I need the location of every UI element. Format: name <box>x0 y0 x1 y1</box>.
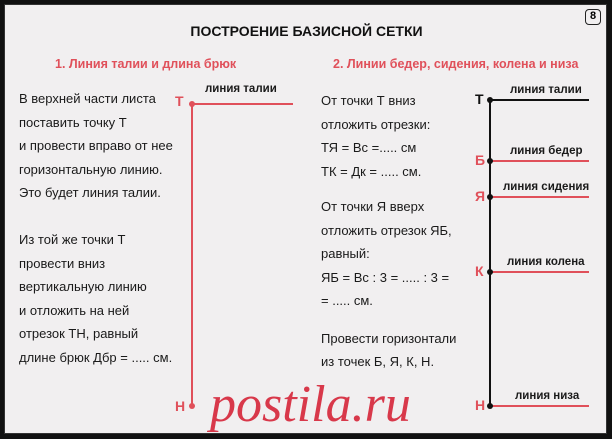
text-line: отрезок ТН, равный <box>19 326 139 341</box>
text-line: и отложить на ней <box>19 302 130 318</box>
point-seat-letter: Я <box>475 188 486 204</box>
knee-line <box>489 271 589 273</box>
section1-heading: 1. Линия талии и длина брюк <box>55 57 237 71</box>
hip-line <box>489 160 589 162</box>
point-t-label: Т <box>175 93 184 109</box>
point-hem-letter: Н <box>475 397 486 413</box>
text-line: Провести горизонтали <box>321 330 457 346</box>
point-n-dot <box>189 403 195 409</box>
page-number-badge: 8 <box>585 9 601 25</box>
text-line: и провести вправо от нее <box>19 138 173 153</box>
watermark-logo: postila.ru <box>210 376 411 433</box>
text-line: длине брюк Дбр = ..... см. <box>19 349 173 365</box>
vertical-base-line <box>489 99 491 407</box>
point-waist-letter: Т <box>475 91 484 107</box>
waist-line <box>191 103 293 105</box>
point-knee-dot <box>487 269 493 275</box>
text-line: Из той же точки Т <box>19 232 126 247</box>
point-hip-dot <box>487 158 493 164</box>
point-waist-dot <box>487 97 493 103</box>
section1-text: В верхней части листа поставить точку Т … <box>19 87 173 369</box>
spacer <box>321 183 456 195</box>
text-line: В верхней части листа <box>19 91 156 106</box>
point-hem-dot <box>487 403 493 409</box>
hip-line-label: линия бедер <box>510 145 583 157</box>
text-line: провести вниз <box>19 255 106 271</box>
point-knee-letter: К <box>475 263 484 279</box>
instruction-card: ПОСТРОЕНИЕ БАЗИСНОЙ СЕТКИ 8 1. Линия тал… <box>4 4 607 434</box>
hem-line <box>489 405 589 407</box>
text-line: равный: <box>321 246 370 261</box>
text-line: ЯБ = Вс : 3 = ..... : 3 = <box>321 269 450 285</box>
section2-heading: 2. Линии бедер, сидения, колена и низа <box>333 57 579 71</box>
waist-line <box>489 99 589 101</box>
trouser-length-line <box>191 103 193 406</box>
waist-line-label: линия талии <box>510 84 582 96</box>
text-line: отложить отрезок ЯБ, <box>321 222 452 238</box>
text-line: Это будет линия талии. <box>19 185 161 200</box>
point-hip-letter: Б <box>475 152 486 168</box>
waist-line-label: линия талии <box>205 83 277 95</box>
point-t-dot <box>189 101 195 107</box>
knee-line-label: линия колена <box>507 256 585 268</box>
text-line: От точки Я вверх <box>321 199 425 214</box>
text-line: ТК = Дк = ..... см. <box>321 163 422 179</box>
text-line: = ..... см. <box>321 293 373 308</box>
text-line: из точек Б, Я, К, Н. <box>321 354 435 369</box>
text-line: ТЯ = Вс =..... см <box>321 140 417 155</box>
text-line: отложить отрезки: <box>321 116 431 132</box>
seat-line-label: линия сидения <box>503 181 590 193</box>
text-line: горизонтальную линию. <box>19 161 163 177</box>
point-seat-dot <box>487 194 493 200</box>
text-line: поставить точку Т <box>19 114 127 130</box>
hem-line-label: линия низа <box>515 390 580 402</box>
seat-line <box>489 196 589 198</box>
spacer <box>321 313 456 327</box>
point-n-label: Н <box>175 398 186 414</box>
spacer <box>19 205 173 229</box>
text-line: От точки Т вниз <box>321 93 416 108</box>
text-line: вертикальную линию <box>19 279 147 294</box>
section2-text: От точки Т вниз отложить отрезки: ТЯ = В… <box>321 89 456 374</box>
page-title: ПОСТРОЕНИЕ БАЗИСНОЙ СЕТКИ <box>190 23 423 39</box>
